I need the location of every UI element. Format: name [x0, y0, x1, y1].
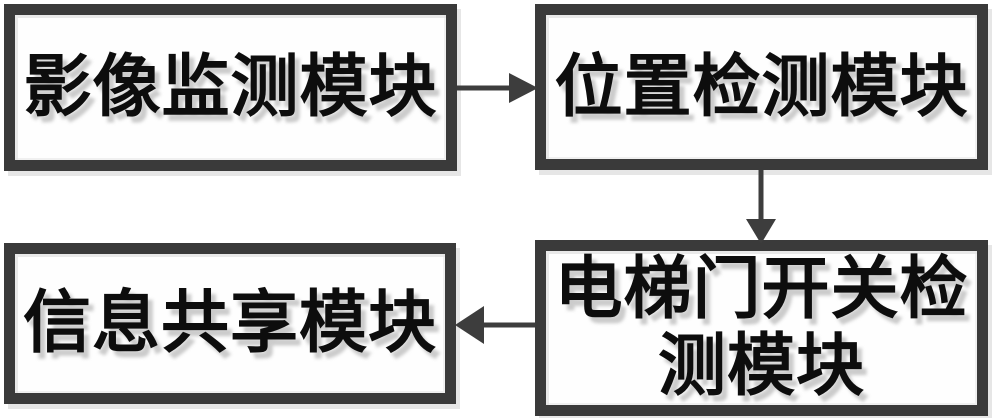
node-information-sharing-module: 信息共享模块: [4, 243, 456, 404]
arrow-right-icon: [457, 73, 538, 103]
node-label: 电梯门开关检测模块: [554, 251, 969, 404]
node-label: 位置检测模块: [554, 48, 969, 125]
node-label: 信息共享模块: [22, 285, 437, 362]
node-position-detection-module: 位置检测模块: [535, 4, 988, 170]
arrow-left-icon: [455, 306, 535, 344]
node-image-monitoring-module: 影像监测模块: [4, 4, 457, 171]
node-label: 影像监测模块: [23, 49, 438, 126]
node-elevator-door-switch-detection-module: 电梯门开关检测模块: [535, 240, 988, 416]
arrow-down-icon: [746, 170, 776, 244]
